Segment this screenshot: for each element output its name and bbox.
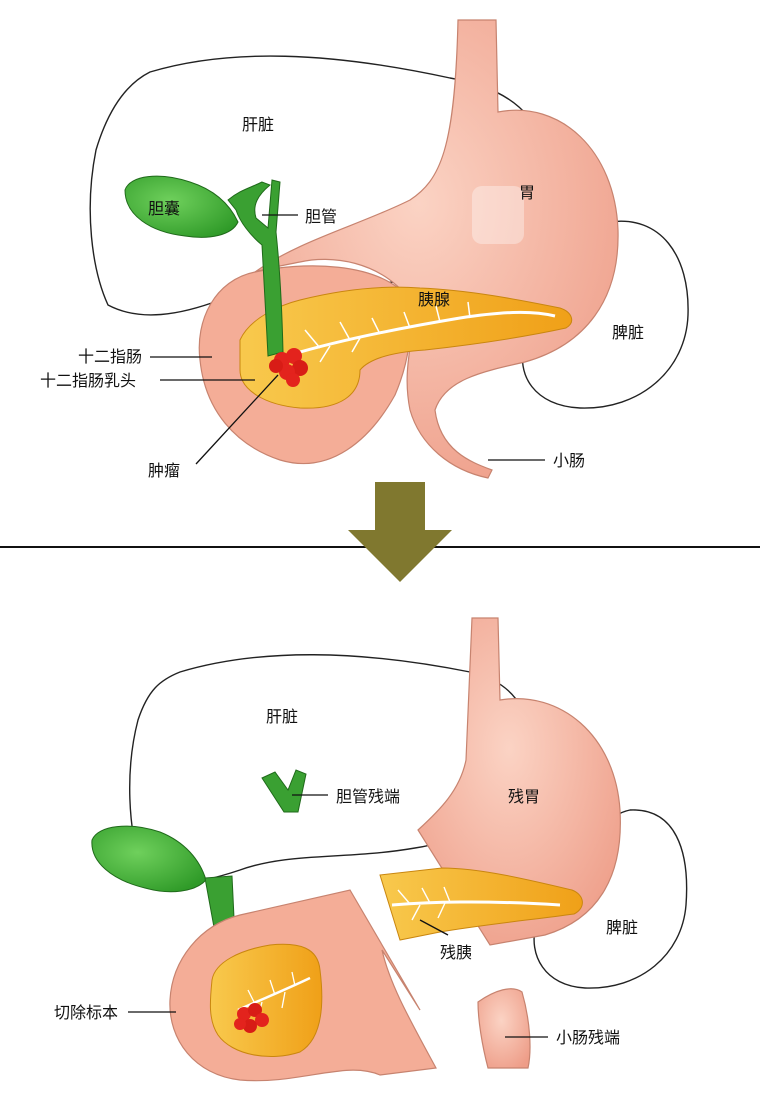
- specimen-tumor-cluster: [234, 1003, 269, 1033]
- label-remnant-pancreas: 残胰: [440, 943, 472, 962]
- bile-duct-stump-shape: [261, 769, 307, 813]
- label-small-intestine-stump: 小肠残端: [556, 1028, 620, 1047]
- liver-outline-after: [129, 654, 530, 884]
- label-remnant-stomach: 残胃: [508, 787, 540, 806]
- pancreatic-duct: [289, 310, 556, 357]
- label-bile-duct-stump: 胆管残端: [336, 787, 400, 806]
- remnant-pancreas-shape: [379, 867, 583, 941]
- bile-duct-shape: [227, 179, 284, 357]
- label-stomach: 胃: [519, 183, 535, 202]
- label-gallbladder: 胆囊: [148, 199, 180, 218]
- pancreas-shape: [239, 286, 573, 409]
- label-papilla: 十二指肠乳头: [40, 371, 136, 390]
- leader-tumor: [195, 374, 279, 465]
- label-spleen: 脾脏: [612, 323, 644, 342]
- label-liver: 肝脏: [242, 115, 274, 134]
- label-small-intestine: 小肠: [553, 451, 585, 470]
- label-spleen-after: 脾脏: [606, 918, 638, 937]
- stomach-shape: [254, 19, 619, 479]
- leader-remnant-pancreas: [419, 919, 449, 936]
- label-bile-duct: 胆管: [305, 207, 337, 226]
- remnant-stomach-shape: [417, 617, 621, 946]
- label-duodenum: 十二指肠: [78, 347, 142, 366]
- watermark-emblem: [472, 186, 524, 244]
- after-panel: 肝脏 胆管残端 残胃 脾脏 残胰 切除标本 小肠残端: [54, 617, 688, 1082]
- down-arrow: [348, 482, 452, 582]
- gallbladder-shape: [124, 175, 239, 238]
- gallbladder-shape-after: [91, 825, 207, 893]
- label-liver-after: 肝脏: [266, 707, 298, 726]
- small-intestine-stump-shape: [477, 988, 531, 1069]
- tumor-cluster: [269, 348, 308, 387]
- label-tumor: 肿瘤: [148, 461, 180, 480]
- label-specimen: 切除标本: [54, 1003, 118, 1022]
- before-panel: 肝脏 胆囊 胆管 胃 胰腺 脾脏 十二指肠 十二指肠乳头 肿瘤 小肠: [40, 19, 689, 480]
- label-pancreas: 胰腺: [418, 290, 450, 309]
- specimen-pancreas-head: [209, 943, 323, 1058]
